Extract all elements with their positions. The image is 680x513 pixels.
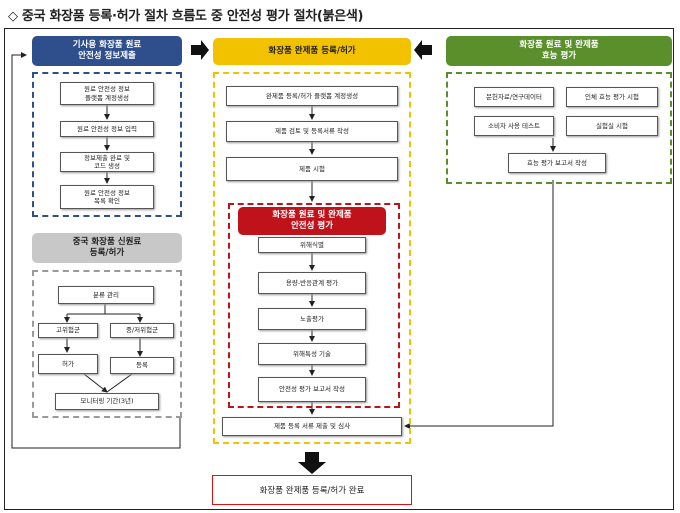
page-title: ◇ 중국 화장품 등록·허가 절차 흐름도 중 안전성 평가 절차(붉은색) [8,9,364,24]
group-green [446,72,672,184]
step-blue-2: 원료 안전성 정보 입력 [60,121,154,137]
green-efficacy-report: 효능 평가 보고서 작성 [508,153,606,173]
green-consumer-test: 소비자 사용 테스트 [474,116,554,136]
step-yellow-3: 제품 시험 [226,157,398,181]
gray-high-risk: 고위험군 [38,323,98,338]
header-red: 화장품 원료 및 완제품 안전성 평가 [238,207,386,235]
big-arrow-down [298,452,326,474]
gray-low-risk: 중/저위험군 [110,323,174,338]
arrow-gray-merge-left [83,373,108,393]
step-yellow-submit: 제품 등록 서류 제출 및 심사 [222,417,402,436]
group-gray [32,270,182,418]
arrow-green-to-submit [404,180,554,429]
step-yellow-2: 제품 검토 및 등록서류 작성 [226,121,398,142]
header-gray: 중국 화장품 신원료 등록/허가 [32,233,182,263]
step-red-3: 노출평가 [258,308,366,330]
green-literature: 문헌자료/연구데이터 [474,87,554,107]
gray-classification: 분류 관리 [58,286,154,304]
final-complete: 화장품 완제품 등록/허가 완료 [212,475,412,505]
line-gray-merge-right [106,373,133,393]
group-yellow [213,72,411,444]
step-red-1: 위해식별 [258,237,366,253]
big-arrow-left [414,40,432,60]
gray-register: 등록 [110,357,174,374]
green-lab-test: 실험실 시험 [566,116,658,136]
header-yellow: 화장품 완제품 등록/허가 [213,38,411,65]
arrow-loop-left [11,52,181,449]
step-blue-1: 원료 안전성 정보 플랫폼 계정생성 [60,82,154,105]
group-blue [32,72,182,217]
green-human-test: 인체 효능 평가 시험 [566,87,658,107]
gray-permit: 허가 [38,354,98,374]
group-red [228,203,400,408]
gray-monitoring: 모니터링 기간(3년) [55,393,159,410]
step-red-2: 용량-반응관계 평가 [258,272,366,294]
step-blue-4: 원료 안전성 정보 목록 확인 [60,185,154,209]
big-arrow-right [191,40,209,60]
diagram-frame [4,28,674,510]
header-green: 화장품 원료 및 완제품 효능 평가 [446,36,672,66]
step-blue-3: 정보제출 완료 및 코드 생성 [60,152,154,172]
header-blue: 기사용 화장품 원료 안전성 정보제출 [32,36,182,66]
step-red-5: 안전성 평가 보고서 작성 [258,377,366,402]
step-red-4: 위해특성 기술 [258,343,366,365]
step-yellow-1: 완제품 등록/허가 플랫폼 계정생성 [226,86,398,106]
